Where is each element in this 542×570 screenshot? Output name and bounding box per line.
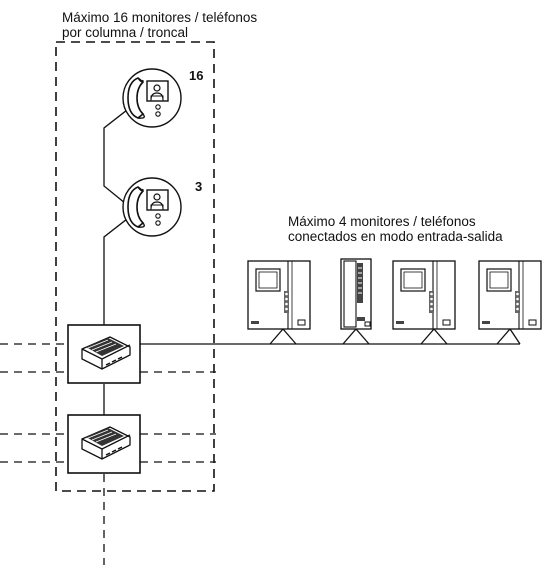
in-out-limit-label-line1: Máximo 4 monitores / teléfonos (288, 214, 476, 229)
drop-wire (420, 328, 448, 345)
drop-wire (496, 327, 521, 345)
distributor-module-icon (67, 414, 141, 474)
intercom-phone-icon (122, 68, 182, 128)
video-monitor-icon (478, 260, 542, 330)
wire-phone3-dist2 (103, 211, 137, 325)
column-limit-label: Máximo 16 monitores / teléfonos por colu… (62, 10, 257, 40)
video-monitor-icon (392, 260, 456, 330)
distributor-module-icon (67, 324, 141, 384)
column-boundary (55, 41, 215, 492)
phone-number-16: 16 (189, 68, 204, 83)
audio-telephone-icon (340, 258, 372, 330)
in-out-limit-label: Máximo 4 monitores / teléfonos conectado… (288, 214, 503, 244)
video-monitor-icon (247, 260, 311, 330)
intercom-phone-icon (122, 177, 182, 237)
drop-wire (269, 328, 297, 345)
phone-number-3: 3 (195, 179, 203, 194)
column-limit-label-line1: Máximo 16 monitores / teléfonos (62, 10, 258, 25)
column-limit-label-line2: por columna / troncal (62, 25, 189, 40)
drop-wire (342, 328, 370, 345)
in-out-limit-label-line2: conectados en modo entrada-salida (288, 229, 503, 244)
